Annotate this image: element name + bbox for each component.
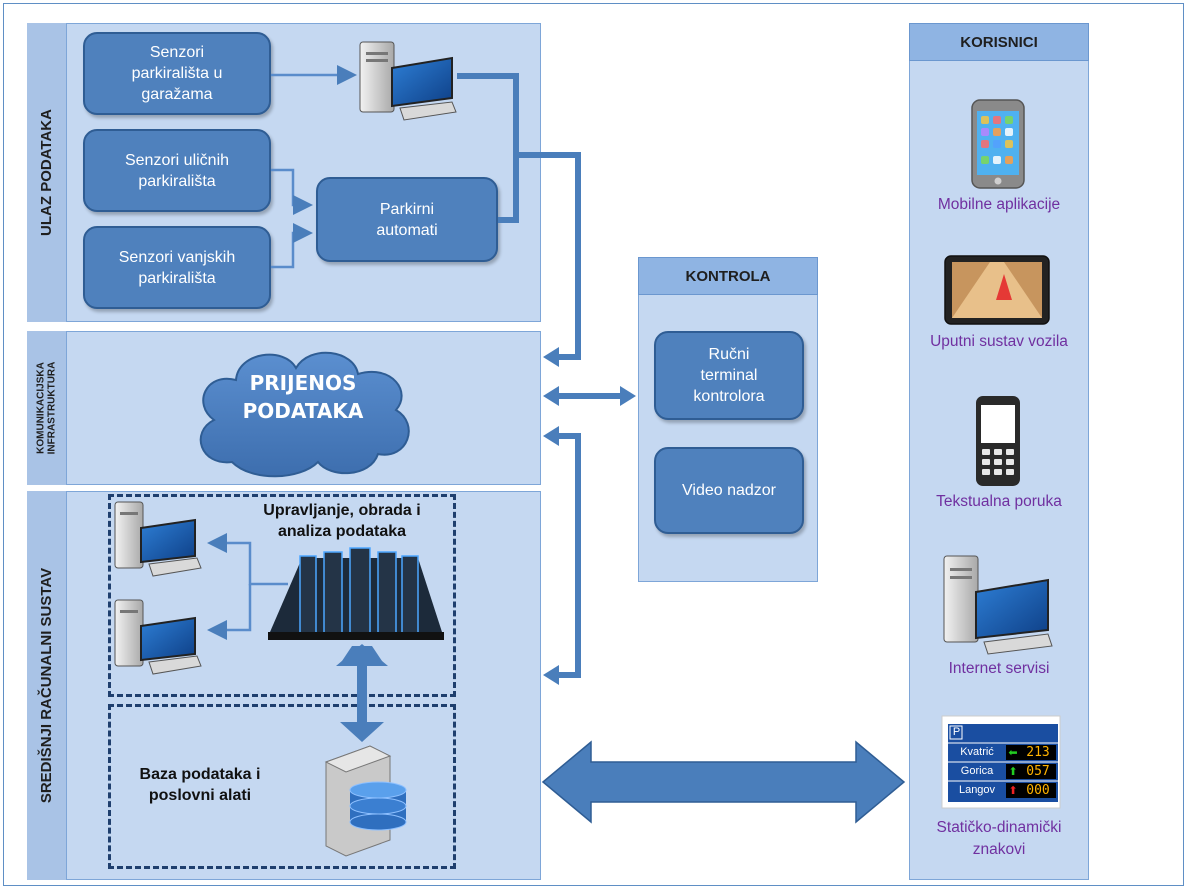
outdoor-sensors-box: Senzori vanjskih parkirališta <box>83 226 271 309</box>
central-section-label: SREDIŠNJI RAČUNALNI SUSTAV <box>27 491 67 880</box>
parking-sign-icon <box>941 715 1061 809</box>
database-region <box>108 704 456 869</box>
street-sensors-box: Senzori uličnih parkirališta <box>83 129 271 212</box>
video-surveillance-box: Video nadzor <box>654 447 804 534</box>
central-connectors <box>207 533 288 640</box>
server-rack-icon <box>268 547 444 640</box>
processing-label: Upravljanje, obrada i analiza podataka <box>263 502 421 540</box>
backbone-connectors <box>457 73 622 678</box>
sign-row-up-arrow-icon: ⬆ <box>1008 765 1018 778</box>
sign-row-value: 213 <box>1026 745 1050 760</box>
database-label: Baza podataka i poslovni alati <box>139 766 261 804</box>
database-server-icon <box>324 745 407 857</box>
server-database-arrow <box>336 644 388 742</box>
input-computer-icon <box>359 41 457 121</box>
vehicle-navigation-caption: Uputni sustav vozila <box>930 333 1068 350</box>
sign-row-name: Langov <box>958 784 996 796</box>
comm-section-label: KOMUNIKACIJSKA INFRASTRUKTURA <box>27 331 67 485</box>
internet-computer-icon <box>943 555 1053 655</box>
sign-row-name: Gorica <box>960 765 994 777</box>
garage-sensors-box: Senzori parkirališta u garažama <box>83 32 271 115</box>
users-title: KORISNICI <box>909 23 1089 61</box>
backbone-arrowheads <box>543 347 636 685</box>
gps-navigation-icon <box>944 255 1050 325</box>
parking-machines-box: Parkirni automati <box>316 177 498 262</box>
sign-header-label: P <box>952 726 961 738</box>
mobile-apps-caption: Mobilne aplikacije <box>937 196 1061 213</box>
internet-services-caption: Internet servisi <box>948 660 1050 677</box>
input-section-label: ULAZ PODATAKA <box>27 23 67 322</box>
control-title: KONTROLA <box>638 257 818 295</box>
static-dynamic-signs-caption: Statičko-dinamički znakovi <box>936 819 1062 858</box>
mobile-phone-icon <box>976 396 1020 486</box>
sign-row-left-arrow-icon: ⬅ <box>1008 746 1018 759</box>
data-transfer-cloud <box>199 351 410 478</box>
processing-region <box>108 494 456 697</box>
central-users-arrow <box>541 740 906 824</box>
sign-row-up-arrow-icon: ⬆ <box>1008 784 1018 797</box>
cloud-label: PRIJENOS PODATAKA <box>242 371 364 423</box>
workstation-2-icon <box>114 599 202 675</box>
workstation-1-icon <box>114 501 202 577</box>
handheld-terminal-box: Ručni terminal kontrolora <box>654 331 804 420</box>
input-connectors <box>271 65 357 269</box>
text-message-caption: Tekstualna poruka <box>936 493 1062 510</box>
sign-row-name: Kvatrić <box>960 746 994 758</box>
sign-row-value: 000 <box>1026 783 1050 798</box>
smartphone-icon <box>971 99 1025 189</box>
outer-frame <box>3 3 1184 886</box>
sign-row-value: 057 <box>1026 764 1050 779</box>
